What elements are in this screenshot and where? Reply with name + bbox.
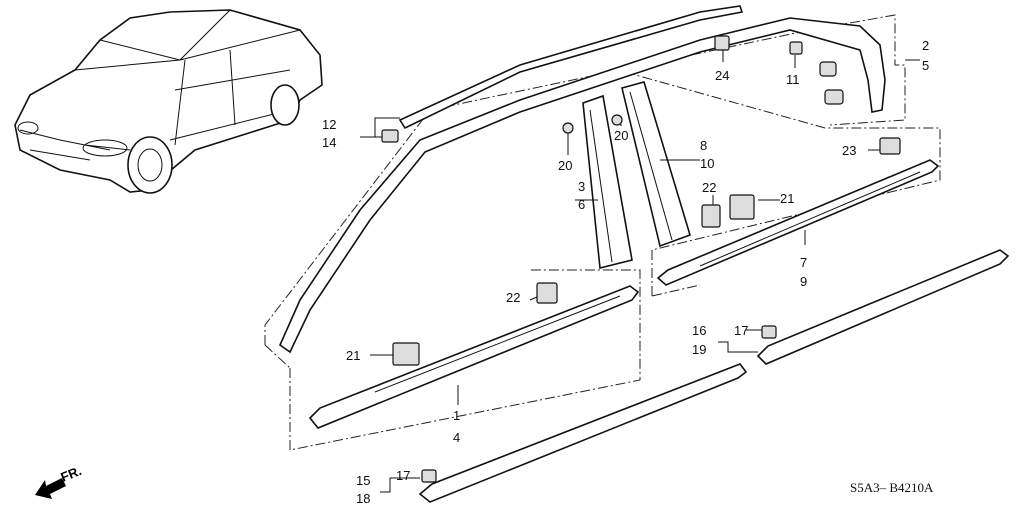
clips xyxy=(381,35,901,483)
callout-20-a: 20 xyxy=(558,158,572,173)
callout-14: 14 xyxy=(322,135,336,150)
assembly-boundaries xyxy=(264,14,941,451)
car-illustration xyxy=(14,9,323,194)
callout-15: 15 xyxy=(356,473,370,488)
callout-21-b: 21 xyxy=(346,348,360,363)
callout-9: 9 xyxy=(800,274,807,289)
callout-10: 10 xyxy=(700,156,714,171)
callout-2: 2 xyxy=(922,38,929,53)
arrow-icon xyxy=(35,478,66,499)
callout-labels: 2 5 24 11 12 14 20 20 8 10 3 6 23 22 21 … xyxy=(322,38,929,506)
diagram-code: S5A3– B4210A xyxy=(850,480,934,495)
callout-23: 23 xyxy=(842,143,856,158)
callout-4: 4 xyxy=(453,430,460,445)
roof-molding xyxy=(279,5,886,354)
door-moldings xyxy=(308,159,1010,503)
callout-22-a: 22 xyxy=(702,180,716,195)
callout-11: 11 xyxy=(786,72,800,87)
callout-18: 18 xyxy=(356,491,370,506)
callout-17-a: 17 xyxy=(734,323,748,338)
callout-17-b: 17 xyxy=(396,468,410,483)
callout-22-b: 22 xyxy=(506,290,520,305)
callout-8: 8 xyxy=(700,138,707,153)
callout-5: 5 xyxy=(922,58,929,73)
callout-12: 12 xyxy=(322,117,336,132)
callout-19: 19 xyxy=(692,342,706,357)
front-label: FR. xyxy=(59,463,84,485)
callout-16: 16 xyxy=(692,323,706,338)
callout-1: 1 xyxy=(453,408,460,423)
front-direction-indicator: FR. xyxy=(35,463,84,499)
callout-3: 3 xyxy=(578,179,585,194)
callout-6: 6 xyxy=(578,197,585,212)
pillar-garnishes xyxy=(582,81,691,269)
callout-24: 24 xyxy=(715,68,729,83)
callout-20-b: 20 xyxy=(614,128,628,143)
callout-7: 7 xyxy=(800,255,807,270)
callout-21-a: 21 xyxy=(780,191,794,206)
leader-lines xyxy=(360,50,920,493)
